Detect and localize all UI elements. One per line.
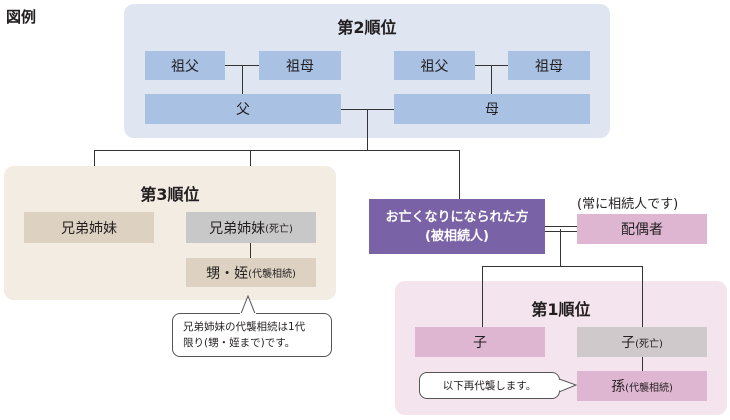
left-grandparents-drop [242,65,243,94]
spouse-box: 配偶者 [577,214,707,244]
grandchildren-horizontal [482,266,643,267]
sibling-callout: 兄弟姉妹の代襲相続は1代 限り(甥・姪まで)です。 [172,313,332,357]
father-box: 父 [145,94,341,124]
legend-title: 図例 [6,8,37,26]
children-drop [560,229,561,266]
sibling-callout-line2: 限り(甥・姪まで)です。 [183,337,296,349]
spouse-label: 配偶者 [621,222,663,238]
grandchild-callout: 以下再代襲します。 [419,372,560,399]
grandchild-note: (代襲相続) [625,382,673,394]
right-grandfather-box: 祖父 [394,51,475,80]
sibling-callout-line1: 兄弟姉妹の代襲相続は1代 [183,321,306,333]
left-grandmother-label: 祖母 [286,58,314,75]
deceased-line1: お亡くなりになられた方 [385,209,529,225]
nephew-niece-note: (代襲相続) [248,269,296,280]
nephew-niece-box: 甥・姪(代襲相続) [186,258,316,287]
mother-box: 母 [394,94,590,124]
left-grandfather-box: 祖父 [145,51,225,80]
nephew-niece-label: 甥・姪 [206,265,249,282]
child-box: 子 [415,327,545,357]
child-deceased-box: 子(死亡) [577,327,707,357]
parents-drop [367,109,368,151]
left-grandmother-box: 祖母 [259,51,341,80]
children-horizontal [94,150,460,151]
grandchild-box: 孫(代襲相続) [577,371,707,401]
mother-label: 母 [485,102,499,118]
right-grandparents-drop [491,65,492,94]
deceased-box: お亡くなりになられた方 (被相続人) [369,199,545,254]
child-deceased-note: (死亡) [635,338,663,350]
rank1-title: 第1順位 [531,300,591,319]
grandchild-drop [642,357,643,371]
sibling-deceased-box: 兄弟姉妹(死亡) [186,212,316,243]
right-grandfather-label: 祖父 [420,58,449,75]
sibling-deceased-note: (死亡) [265,224,293,235]
child-deceased-drop [642,266,643,327]
child-drop [482,266,483,327]
left-grandfather-label: 祖父 [171,58,199,75]
grandchild-callout-pointer [559,378,577,393]
marriage-line-bottom [545,231,577,232]
sibling-deceased-label: 兄弟姉妹 [209,220,266,237]
sibling-label: 兄弟姉妹 [61,220,117,237]
grandchild-callout-pointer-mask [558,380,560,390]
sibling-callout-pointer-mask [240,313,256,315]
nephew-drop [250,243,251,258]
sibling-box: 兄弟姉妹 [24,212,154,243]
rank3-title: 第3順位 [140,185,200,204]
child-label: 子 [473,335,487,351]
child-deceased-label: 子 [621,335,636,351]
right-grandmother-box: 祖母 [508,51,590,80]
right-grandmother-label: 祖母 [535,58,563,75]
rank2-title: 第2順位 [337,18,397,37]
grandchild-callout-text: 以下再代襲します。 [442,379,537,392]
father-label: 父 [236,102,250,118]
spouse-note: (常に相続人です) [577,197,679,212]
deceased-line2: (被相続人) [425,228,489,244]
marriage-line-top [545,226,577,227]
grandchild-label: 孫 [611,379,626,395]
deceased-drop [459,150,460,199]
